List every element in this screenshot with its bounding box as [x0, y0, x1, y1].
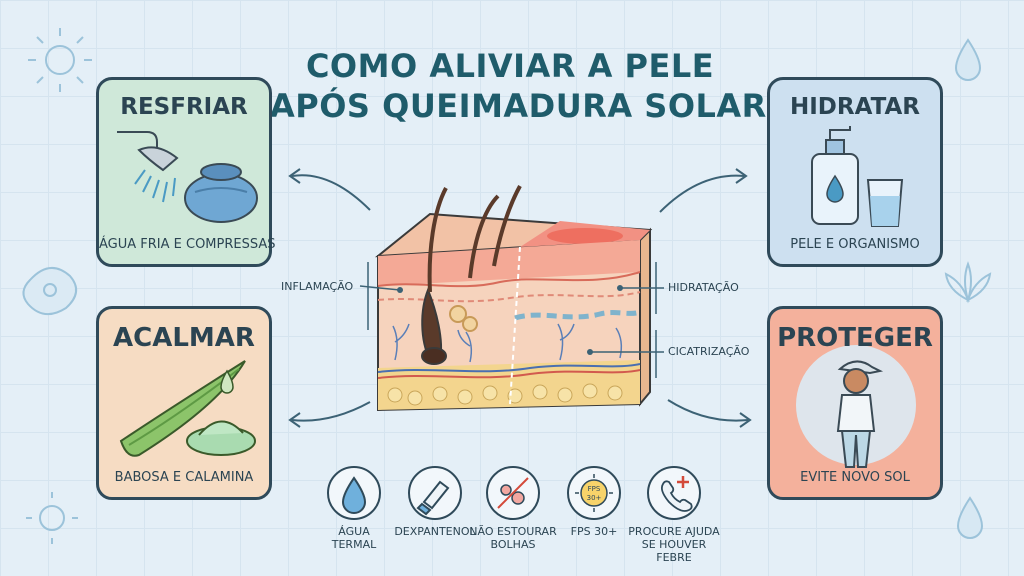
skin-block	[374, 185, 653, 412]
tip-text: ÁGUA TERMAL	[331, 525, 377, 551]
cell-decor-icon	[22, 267, 77, 315]
label-inflamacao: INFLAMAÇÃO	[281, 280, 354, 293]
leaf-decor-icon	[944, 261, 992, 304]
arrow-to-proteger	[667, 399, 752, 428]
lotion-water-icon	[811, 126, 904, 227]
card-caption: BABOSA E CALAMINA	[114, 470, 254, 485]
card-title: ACALMAR	[113, 323, 255, 353]
fps-badge-line-2: 30+	[587, 494, 602, 502]
tip-dexpantenol: DEXPANTENOL	[387, 466, 483, 538]
no-blisters-icon	[486, 466, 540, 520]
sun-fps-icon: FPS 30+	[567, 466, 621, 520]
drop-decor-icon	[954, 38, 982, 81]
aloe-cream-icon	[119, 360, 256, 457]
arrow-to-resfriar	[288, 168, 371, 211]
card-caption: ÁGUA FRIA E COMPRESSAS	[99, 237, 276, 252]
card-title: HIDRATAR	[789, 94, 921, 120]
card-hidratar: HIDRATAR PELE E ORGANISMO	[767, 77, 943, 267]
card-proteger: PROTEGER EVITE NOVO SOL	[767, 306, 943, 500]
card-caption: PELE E ORGANISMO	[790, 237, 920, 252]
cream-tube-icon	[408, 466, 462, 520]
card-resfriar: RESFRIAR ÁGUA FRIA E COMPRESSAS	[96, 77, 276, 267]
title-line-2: APÓS QUEIMADURA SOLAR	[270, 87, 767, 125]
tip-procure-ajuda: PROCURE AJUDA SE HOUVER FEBRE	[626, 466, 722, 564]
card-caption: EVITE NOVO SOL	[800, 470, 910, 485]
phone-help-icon	[647, 466, 701, 520]
title-line-1: COMO ALIVIAR A PELE	[305, 47, 715, 85]
drop-decor-icon	[956, 496, 984, 539]
tip-text: DEXPANTENOL	[394, 525, 476, 538]
arrow-to-acalmar	[288, 401, 371, 428]
label-cicatrizacao: CICATRIZAÇÃO	[668, 345, 750, 358]
tip-fps: FPS 30+ FPS 30+	[546, 466, 642, 538]
person-cap-icon	[796, 345, 916, 468]
fps-badge-line-1: FPS	[588, 485, 601, 493]
card-title: RESFRIAR	[120, 94, 248, 120]
card-acalmar: ACALMAR BABOSA E CALAMINA	[96, 306, 272, 500]
tip-agua-termal: ÁGUA TERMAL	[306, 466, 402, 551]
arrow-to-hidratar	[659, 168, 748, 213]
sun-decor-icon	[28, 28, 92, 92]
card-title: PROTEGER	[777, 323, 933, 353]
shower-compress-icon	[117, 131, 258, 223]
tip-nao-estourar-bolhas: NÃO ESTOURAR BOLHAS	[465, 466, 561, 551]
tip-text: PROCURE AJUDA SE HOUVER FEBRE	[628, 525, 720, 564]
label-hidratacao: HIDRATAÇÃO	[668, 281, 739, 294]
tip-text: FPS 30+	[570, 525, 618, 538]
tip-text: NÃO ESTOURAR BOLHAS	[469, 525, 557, 551]
sun-decor-icon	[26, 492, 78, 544]
page-title: COMO ALIVIAR A PELE APÓS QUEIMADURA SOLA…	[270, 46, 767, 126]
water-drop-icon	[327, 466, 381, 520]
